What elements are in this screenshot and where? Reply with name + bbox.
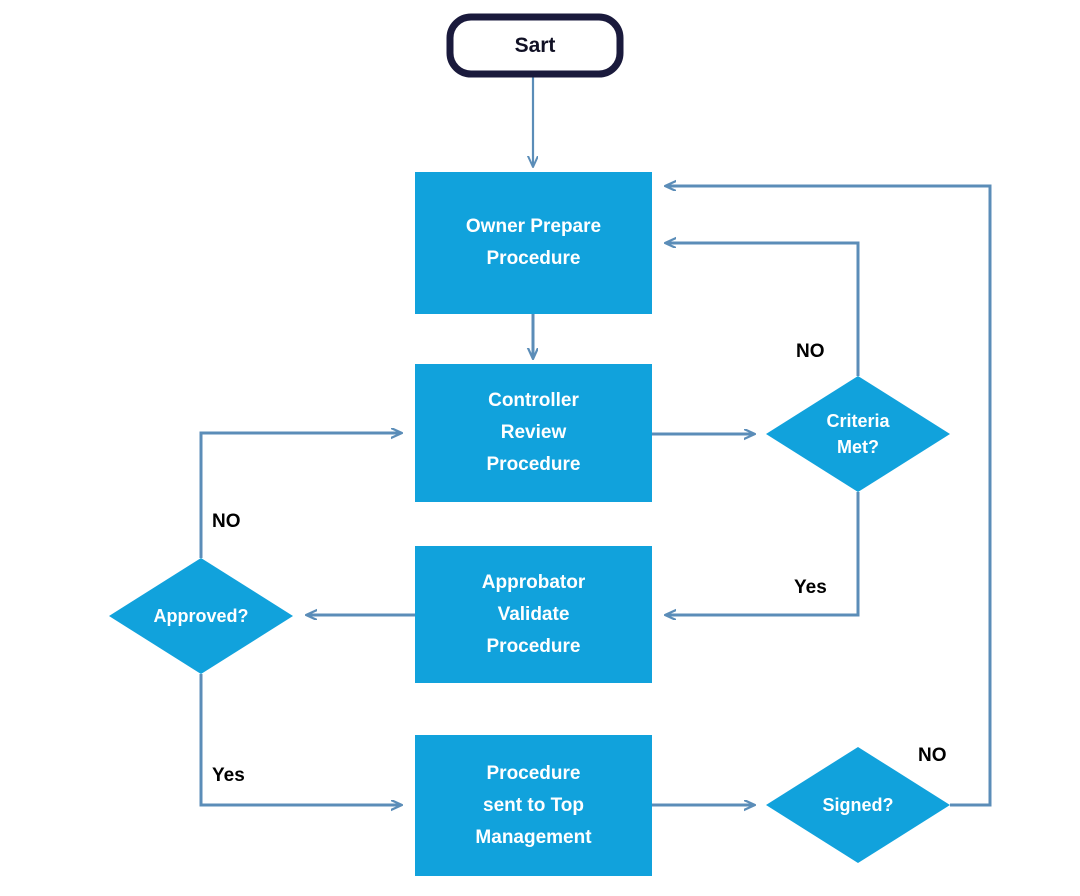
connector-layer [199, 77, 992, 807]
node-controller-review[interactable] [415, 364, 652, 502]
edge-signed-no-to-owner [666, 186, 992, 807]
node-criteria-met[interactable] [766, 376, 950, 492]
node-approbator-validate[interactable] [415, 546, 652, 683]
edge-criteria-yes-to-approbator [666, 492, 860, 615]
edge-approved-no-to-controller [199, 433, 401, 558]
node-layer [109, 13, 950, 876]
node-start[interactable] [446, 13, 624, 78]
edge-criteria-no-to-owner [666, 243, 860, 376]
edge-approved-yes-to-topmgmt [199, 674, 401, 805]
node-signed[interactable] [766, 747, 950, 863]
node-owner-prepare[interactable] [415, 172, 652, 314]
node-approved[interactable] [109, 558, 293, 674]
node-sent-top-management[interactable] [415, 735, 652, 876]
